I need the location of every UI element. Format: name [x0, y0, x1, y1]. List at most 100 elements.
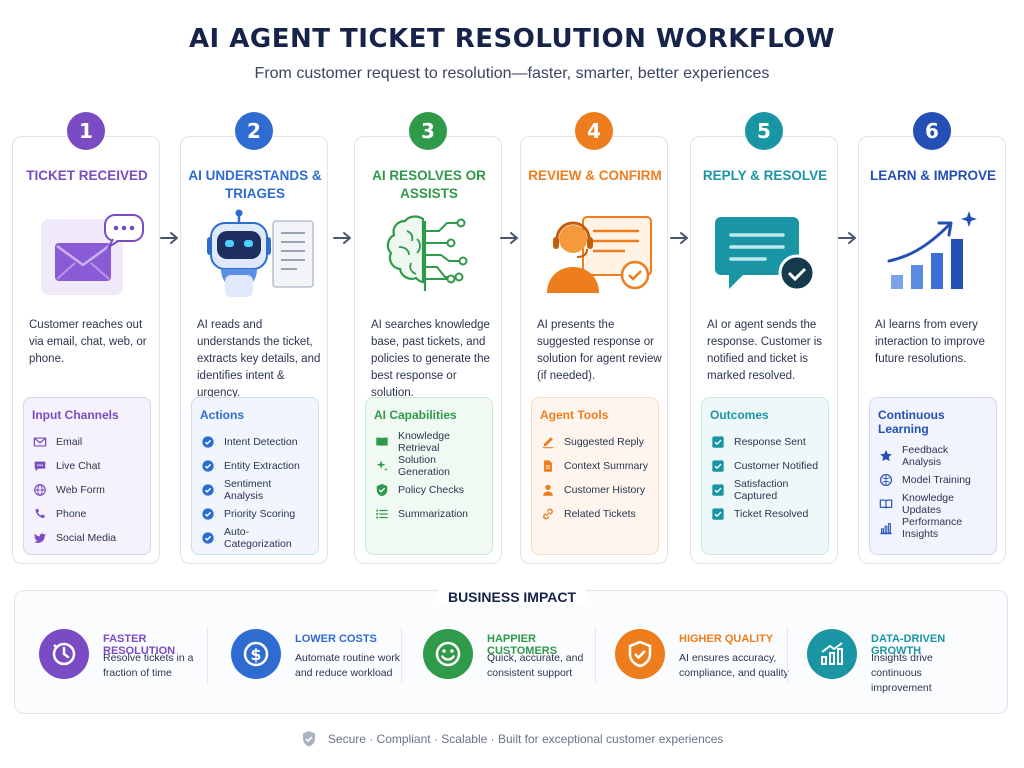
step-card: REVIEW & CONFIRM AI presents the suggest…	[520, 136, 668, 564]
divider	[595, 627, 596, 683]
panel-item: Suggested Reply	[540, 430, 650, 454]
panel-item: Solution Generation	[374, 454, 484, 478]
check-circle-icon	[200, 482, 216, 498]
step-card: AI RESOLVES OR ASSISTS AI searches knowl…	[354, 136, 502, 564]
impact-name: DATA-DRIVEN GROWTH	[871, 633, 946, 657]
panel-item-label: Intent Detection	[224, 436, 298, 448]
panel-item-label: Related Tickets	[564, 508, 636, 520]
step-number-badge: 4	[575, 112, 613, 150]
impact-item: FASTER RESOLUTION Resolve tickets in a f…	[19, 623, 207, 703]
step-1: 1 TICKET RECEIVED Customer reaches out v…	[12, 112, 160, 564]
impact-name: FASTER RESOLUTION	[103, 633, 176, 657]
step-4: 4 REVIEW & CONFIRM AI presents the sugge…	[520, 112, 668, 564]
document-icon	[540, 458, 556, 474]
step-title: REPLY & RESOLVE	[702, 168, 828, 183]
panel-item-label: Social Media	[56, 532, 117, 544]
growth-chart-icon	[807, 629, 857, 679]
business-impact: BUSINESS IMPACT FASTER RESOLUTION Resolv…	[14, 589, 1008, 714]
arrow-right-icon	[160, 232, 178, 244]
panel-item: Email	[32, 430, 142, 454]
panel-item: Model Training	[878, 468, 988, 492]
step-card: REPLY & RESOLVE AI or agent sends the re…	[690, 136, 838, 564]
impact-description: Insights drive continuous improvement	[871, 652, 933, 694]
step-title: LEARN & IMPROVE	[869, 168, 996, 183]
panel-item: Entity Extraction	[200, 454, 310, 478]
message-sent-icon	[715, 217, 816, 292]
step-panel: AI Capabilities Knowledge Retrieval Solu…	[365, 397, 493, 555]
check-circle-icon	[200, 506, 216, 522]
footer: Secure · Compliant · Scalable · Built fo…	[0, 730, 1024, 748]
business-impact-title: BUSINESS IMPACT	[437, 589, 587, 605]
panel-item-label: Phone	[56, 508, 87, 520]
step-illustration	[873, 209, 993, 299]
step-panel: Input Channels Email Live Chat Web Form …	[23, 397, 151, 555]
panel-item-label: Entity Extraction	[224, 460, 300, 472]
impact-description: AI ensures accuracy, compliance, and qua…	[679, 652, 789, 679]
panel-item: Live Chat	[32, 454, 142, 478]
step-card: LEARN & IMPROVE AI learns from every int…	[858, 136, 1006, 564]
open-book-icon	[878, 496, 894, 512]
step-illustration	[27, 209, 147, 299]
panel-title: Input Channels	[32, 408, 119, 422]
panel-item: Knowledge Retrieval	[374, 430, 484, 454]
panel-item-label: Summarization	[398, 508, 469, 520]
growth-chart-icon	[887, 211, 977, 289]
panel-item: Ticket Resolved	[710, 502, 820, 526]
panel-item: Intent Detection	[200, 430, 310, 454]
step-title: AI RESOLVES OR ASSISTS	[372, 168, 486, 201]
check-circle-icon	[200, 434, 216, 450]
shield-icon	[302, 731, 315, 747]
panel-item-label: Ticket Resolved	[734, 508, 809, 520]
panel-item: Performance Insights	[878, 516, 988, 540]
impact-description: Quick, accurate, and consistent support	[487, 652, 584, 679]
step-description: AI or agent sends the response. Customer…	[707, 319, 823, 382]
divider	[207, 627, 208, 683]
panel-item-label: Priority Scoring	[224, 508, 296, 520]
step-panel: Continuous Learning Feedback Analysis Mo…	[869, 397, 997, 555]
panel-item-label: Sentiment Analysis	[224, 478, 272, 502]
panel-item-label: Feedback Analysis	[902, 444, 949, 468]
step-5: 5 REPLY & RESOLVE AI or agent sends the …	[690, 112, 838, 564]
sparkle-icon	[374, 458, 390, 474]
star-icon	[878, 448, 894, 464]
step-illustration	[195, 209, 315, 299]
check-box-icon	[710, 506, 726, 522]
panel-item-label: Web Form	[56, 484, 105, 496]
footer-text: Secure · Compliant · Scalable · Built fo…	[327, 732, 724, 746]
step-number-badge: 2	[235, 112, 273, 150]
brain-circuit-icon	[386, 215, 468, 291]
impact-name: HIGHER QUALITY	[679, 633, 774, 645]
shield-check-icon	[615, 629, 665, 679]
shield-check-icon	[374, 482, 390, 498]
panel-item-label: Policy Checks	[398, 484, 464, 496]
panel-item: Feedback Analysis	[878, 444, 988, 468]
mail-icon	[41, 214, 144, 295]
agent-headset-icon	[547, 216, 652, 293]
panel-item: Auto-Categorization	[200, 526, 310, 550]
panel-item-label: Solution Generation	[398, 454, 450, 478]
panel-item: Satisfaction Captured	[710, 478, 820, 502]
check-circle-icon	[200, 530, 216, 546]
panel-item-label: Knowledge Updates	[902, 492, 954, 516]
arrow-right-icon	[333, 232, 351, 244]
panel-title: Outcomes	[710, 408, 769, 422]
step-description: AI reads and understands the ticket, ext…	[197, 319, 321, 399]
panel-item: Web Form	[32, 478, 142, 502]
step-card: TICKET RECEIVED Customer reaches out via…	[12, 136, 160, 564]
impact-description: Resolve tickets in a fraction of time	[103, 652, 194, 679]
page-subtitle: From customer request to resolution—fast…	[254, 65, 770, 82]
smile-icon	[423, 629, 473, 679]
impact-item: HIGHER QUALITY AI ensures accuracy, comp…	[595, 623, 789, 703]
step-description: AI presents the suggested response or so…	[537, 319, 662, 382]
panel-item: Phone	[32, 502, 142, 526]
page-title: AI AGENT TICKET RESOLUTION WORKFLOW	[188, 24, 836, 54]
dollar-icon: $	[231, 629, 281, 679]
impact-name: LOWER COSTS	[295, 633, 377, 645]
step-description: Customer reaches out via email, chat, we…	[29, 319, 147, 365]
panel-item-label: Model Training	[902, 474, 971, 486]
step-6: 6 LEARN & IMPROVE AI learns from every i…	[858, 112, 1006, 564]
chat-icon	[32, 458, 48, 474]
bird-icon	[32, 530, 48, 546]
panel-item-label: Email	[56, 436, 83, 448]
panel-item-label: Suggested Reply	[564, 436, 644, 448]
